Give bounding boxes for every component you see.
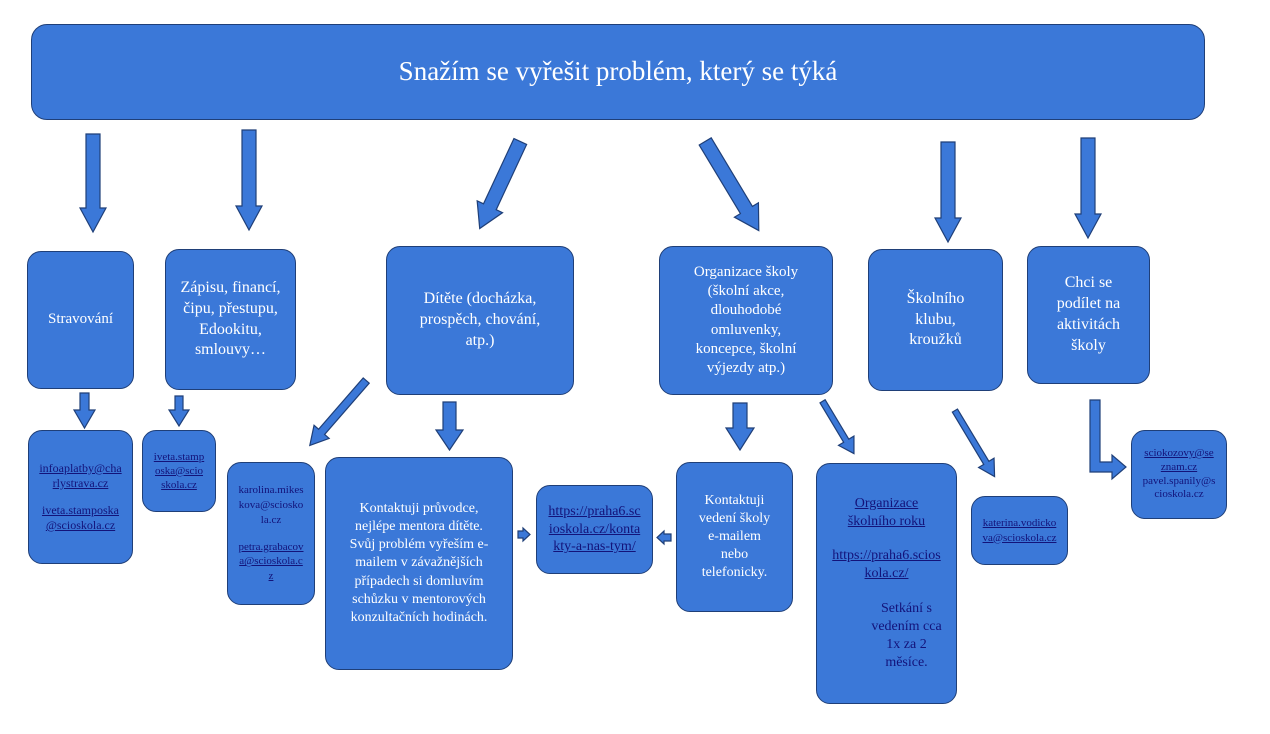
header-title: Snažím se vyřešit problém, který se týká xyxy=(398,56,838,87)
aktivity-email-1[interactable]: sciokozovy@seznam.cz xyxy=(1144,447,1214,473)
zapis-email[interactable]: iveta.stamposka@scioskola.cz xyxy=(153,450,205,492)
rok-link[interactable]: Organizace školního roku xyxy=(847,495,926,529)
category-ditete-label: Dítěte (docházka, prospěch, chování, atp… xyxy=(419,290,541,349)
category-organizace[interactable]: Organizace školy (školní akce, dlouhodob… xyxy=(659,246,833,395)
klubu-contacts: katerina.vodickova@scioskola.cz xyxy=(971,496,1068,565)
arrow-to-strava-contacts xyxy=(72,392,97,430)
arrow-to-kontakty-right xyxy=(517,526,531,543)
aktivity-email-2: pavel.spanily@scioskola.cz xyxy=(1142,474,1216,501)
arrow-to-zapis-contacts xyxy=(167,395,191,428)
arrow-to-vedeni xyxy=(724,402,756,452)
ditete-contacts: karolina.mikeskova@scioskola.cz petra.gr… xyxy=(227,462,315,605)
vedeni-box: Kontaktuji vedení školy e-mailem nebo te… xyxy=(676,462,793,612)
stravovani-contacts: infoaplatby@charlystrava.cz iveta.stampo… xyxy=(28,430,133,564)
header-banner: Snažím se vyřešit problém, který se týká xyxy=(31,24,1205,120)
rok-url[interactable]: https://praha6.scioskola.cz/ xyxy=(832,548,941,582)
arrow-to-dite-contacts xyxy=(308,377,371,447)
category-klubu[interactable]: Školního klubu, kroužků xyxy=(868,249,1003,391)
category-aktivity[interactable]: Chci se podílet na aktivitách školy xyxy=(1027,246,1150,384)
category-organizace-label: Organizace školy (školní akce, dlouhodob… xyxy=(693,263,799,376)
dite-email-1: karolina.mikeskova@scioskola.cz xyxy=(238,483,304,526)
arrow-to-pruvodce xyxy=(434,401,465,452)
arrow-to-stravovani xyxy=(78,133,108,234)
strava-email-2[interactable]: iveta.stamposka@scioskola.cz xyxy=(42,503,119,532)
kontakty-link[interactable]: https://praha6.scioskola.cz/kontakty-a-n… xyxy=(548,504,641,555)
vedeni-text: Kontaktuji vedení školy e-mailem nebo te… xyxy=(698,492,771,581)
category-zapisu-label: Zápisu, financí, čipu, přestupu, Edookit… xyxy=(180,278,281,359)
pruvodce-box: Kontaktuji průvodce, nejlépe mentora dít… xyxy=(325,457,513,670)
category-stravovani[interactable]: Stravování xyxy=(27,251,134,389)
arrow-to-organizace xyxy=(698,136,760,232)
kontakty-box: https://praha6.scioskola.cz/kontakty-a-n… xyxy=(536,485,653,574)
arrow-to-klubu xyxy=(933,141,963,244)
pruvodce-text: Kontaktuji průvodce, nejlépe mentora dít… xyxy=(349,500,489,625)
category-aktivity-label: Chci se podílet na aktivitách školy xyxy=(1056,274,1121,354)
category-klubu-label: Školního klubu, kroužků xyxy=(906,289,965,349)
arrow-to-zapisu xyxy=(234,129,264,232)
arrow-to-aktivity xyxy=(1073,137,1103,240)
arrow-to-kontakty-left xyxy=(656,529,672,546)
arrow-to-klub-contacts xyxy=(951,408,996,478)
arrow-to-rok xyxy=(819,398,855,455)
category-stravovani-label: Stravování xyxy=(48,311,113,328)
arrow-to-aktivity-contacts xyxy=(1089,399,1127,481)
strava-email-1[interactable]: infoaplatby@charlystrava.cz xyxy=(39,461,122,490)
rok-box: Organizace školního roku https://praha6.… xyxy=(816,463,957,704)
dite-email-2[interactable]: petra.grabacova@scioskola.cz xyxy=(238,540,304,583)
aktivity-contacts: sciokozovy@seznam.cz pavel.spanily@scios… xyxy=(1131,430,1227,519)
klub-email[interactable]: katerina.vodickova@scioskola.cz xyxy=(982,517,1057,544)
category-zapisu[interactable]: Zápisu, financí, čipu, přestupu, Edookit… xyxy=(165,249,296,390)
setkani-text: Setkání s vedením cca 1x za 2 měsíce. xyxy=(871,600,942,671)
category-ditete[interactable]: Dítěte (docházka, prospěch, chování, atp… xyxy=(386,246,574,395)
zapisu-contacts: iveta.stamposka@scioskola.cz xyxy=(142,430,216,512)
arrow-to-ditete xyxy=(476,137,528,230)
